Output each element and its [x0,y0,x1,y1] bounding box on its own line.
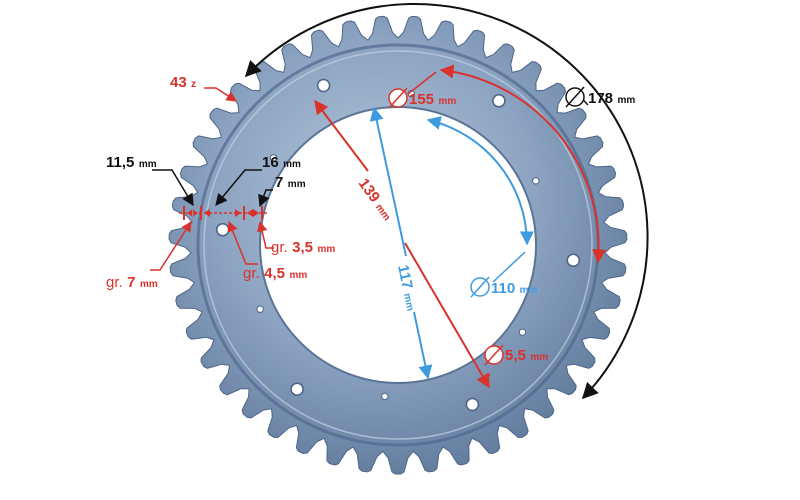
gr-4-5-leader [227,221,258,265]
diameter-symbol-155 [388,87,408,109]
bolt-circle-leader [407,71,437,95]
teeth-count-label: 43 z [170,74,196,91]
bolt-circle-arc [439,64,607,264]
pin-hole [532,177,540,185]
bolt-circle-label: 155 mm [409,91,456,108]
gr-3-5-label: gr. 3,5 mm [271,239,335,256]
outer-diameter-label: 178 mm [588,90,635,107]
diameter-symbol-178 [565,86,585,108]
diameter-symbol-110 [470,276,490,298]
gr-7-leader [150,221,192,271]
bolt-span-line-b [404,242,490,389]
bolt-hole [566,253,581,268]
dim-16-label: 16 mm [262,154,301,171]
hole-diameter-leader [483,373,491,385]
gr-4-5-label: gr. 4,5 mm [243,265,307,282]
dim-11-5-label: 11,5 mm [106,154,157,171]
dim-7-leader [258,189,273,208]
gr-7-label: gr. 7 mm [106,274,158,291]
pin-hole [518,328,527,336]
bolt-hole [492,94,506,108]
hole-diameter-label: 5,5 mm [505,347,548,364]
teeth-leader [204,87,237,102]
bolt-hole [290,382,304,396]
bolt-span-line-a [314,99,369,172]
bore-arc [426,116,534,246]
dim-11-5-leader [152,169,194,207]
bore-leader [492,251,526,283]
bore-span-label: 117 mm [394,263,420,312]
pin-hole [256,305,264,313]
bolt-hole [465,397,480,412]
bore-span-line-b [413,311,433,380]
diameter-symbol-5-5 [484,344,504,366]
bolt-hole [215,222,230,237]
bolt-hole [316,78,331,93]
dim-7-label: 7 mm [275,174,306,191]
center-bore-label: 110 mm [491,280,538,297]
tick-arrows [187,209,259,217]
bore-span-line-a [369,106,407,257]
dim-16-leader [215,169,262,206]
gr-3-5-leader [257,220,274,249]
pin-hole [381,392,389,401]
